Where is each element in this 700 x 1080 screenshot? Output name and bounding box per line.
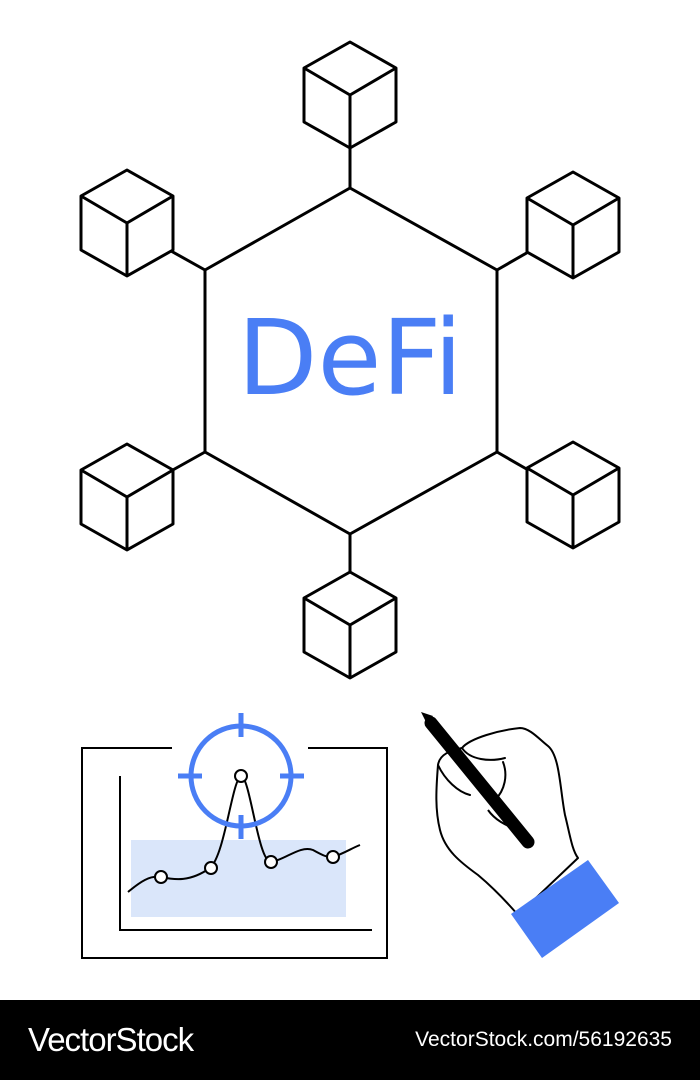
cube-icon-upper-right — [525, 170, 621, 280]
defi-title: DeFi — [237, 297, 463, 419]
sleeve-cuff — [511, 860, 619, 958]
pen-tip — [421, 712, 433, 724]
chart-data-points — [154, 769, 340, 884]
hexagon-connectors — [170, 146, 531, 573]
watermark-footer: VectorStock VectorStock.com/56192635 — [0, 1000, 700, 1080]
target-crosshair-icon — [178, 713, 304, 839]
pen-icon — [424, 716, 535, 849]
cube-icon-lower-right — [525, 440, 621, 550]
hand-with-pen-icon — [421, 712, 619, 958]
cube-icon-bottom — [302, 570, 398, 680]
cube-icon-top — [302, 40, 398, 150]
cube-icon-lower-left — [79, 442, 175, 552]
chart-panel — [81, 713, 388, 959]
footer-image-id: VectorStock.com/56192635 — [415, 1028, 672, 1051]
defi-illustration — [79, 40, 621, 959]
cube-icon-upper-left — [79, 168, 175, 278]
footer-brand: VectorStock — [28, 1021, 194, 1058]
